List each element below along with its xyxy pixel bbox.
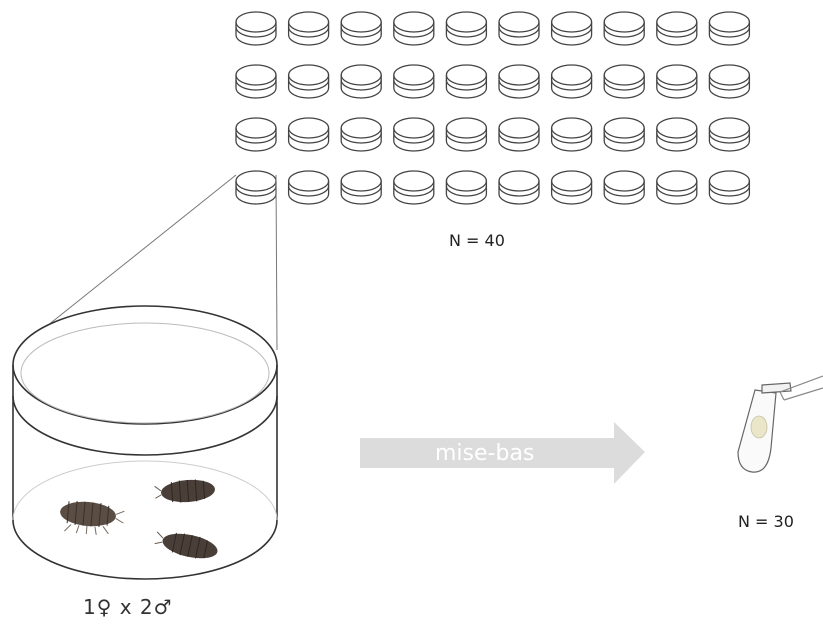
tube-specimens bbox=[750, 415, 768, 439]
petri-dish-icon bbox=[287, 170, 330, 205]
petri-dish-icon bbox=[603, 64, 645, 99]
petri-dish-icon bbox=[550, 11, 593, 46]
petri-dish-icon bbox=[550, 117, 593, 152]
petri-dish-icon bbox=[287, 117, 330, 152]
isopod-male-1 bbox=[154, 479, 215, 503]
petri-dish-icon bbox=[445, 11, 488, 46]
petri-dish-icon bbox=[498, 170, 540, 205]
petri-dish-icon bbox=[708, 170, 751, 205]
petri-dish-icon bbox=[656, 117, 698, 152]
petri-dish-icon bbox=[340, 117, 382, 152]
petri-dish-icon bbox=[550, 64, 593, 99]
petri-dish-icon bbox=[708, 64, 751, 99]
petri-dish-icon bbox=[498, 117, 540, 152]
petri-dish-icon bbox=[340, 11, 382, 46]
tube-group bbox=[737, 375, 823, 473]
petri-dish-icon bbox=[235, 11, 277, 46]
pipette bbox=[779, 375, 823, 401]
petri-dish-icon bbox=[340, 170, 382, 205]
petri-dish-icon bbox=[393, 170, 435, 205]
dish-count-label: N = 40 bbox=[449, 231, 505, 250]
petri-dish-icon bbox=[393, 64, 435, 99]
dish-body-walls bbox=[12, 396, 278, 580]
arrow-label: mise-bas bbox=[435, 441, 534, 466]
dish-lid-inner bbox=[20, 322, 270, 424]
petri-dish-icon bbox=[603, 170, 645, 205]
petri-dish-icon bbox=[603, 117, 645, 152]
petri-dish-icon bbox=[235, 117, 277, 152]
zoom-line-left bbox=[46, 174, 237, 327]
cross-label: 1♀ x 2♂ bbox=[83, 595, 173, 619]
isopods bbox=[60, 479, 218, 559]
petri-dish-icon bbox=[393, 11, 435, 46]
petri-dish-icon bbox=[550, 170, 593, 205]
isopod-male-2 bbox=[154, 531, 218, 559]
petri-dish-icon bbox=[340, 64, 382, 99]
petri-dish-icon bbox=[656, 64, 698, 99]
petri-dish-icon bbox=[498, 64, 540, 99]
zoom-line-right bbox=[275, 174, 278, 351]
petri-dish-icon bbox=[603, 11, 645, 46]
petri-dish-icon bbox=[393, 117, 435, 152]
isopod-female bbox=[60, 500, 125, 535]
enlarged-dish bbox=[12, 305, 278, 580]
petri-dish-icon bbox=[498, 11, 540, 46]
petri-dish-icon bbox=[656, 11, 698, 46]
arrow-shape bbox=[360, 422, 645, 484]
zoom-lines bbox=[46, 174, 278, 351]
petri-dish-icon bbox=[708, 11, 751, 46]
petri-dish-icon bbox=[445, 64, 488, 99]
petri-dish-icon bbox=[287, 11, 330, 46]
petri-dish-icon bbox=[235, 64, 277, 99]
petri-dish-icon bbox=[445, 117, 488, 152]
dish-lid-band bbox=[12, 365, 278, 456]
tube-count-label: N = 30 bbox=[738, 512, 794, 531]
mise-bas-arrow: mise-bas bbox=[360, 422, 645, 484]
dish-floor bbox=[12, 460, 278, 521]
tube-cap bbox=[761, 382, 792, 394]
petri-dish-icon bbox=[445, 170, 488, 205]
petri-dish-icon bbox=[708, 117, 751, 152]
petri-dish-grid bbox=[235, 11, 751, 205]
petri-dish-icon bbox=[235, 170, 277, 205]
petri-dish-icon bbox=[656, 170, 698, 205]
petri-dish-icon bbox=[287, 64, 330, 99]
